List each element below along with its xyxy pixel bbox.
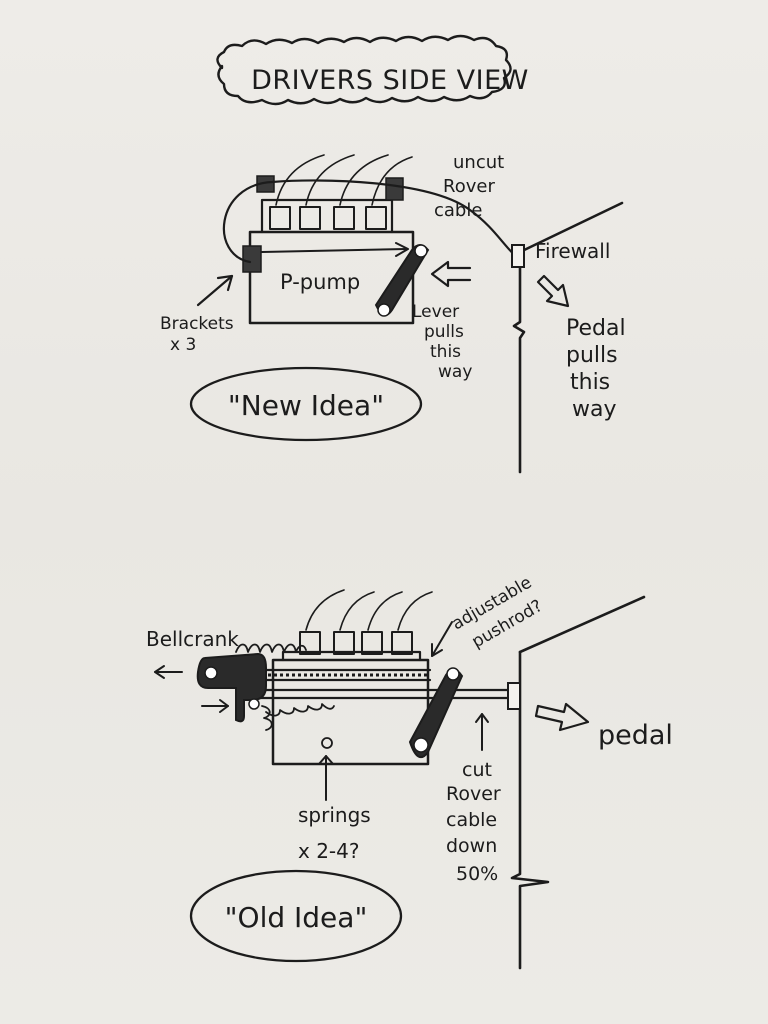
brackets-label-1: Brackets	[160, 314, 234, 334]
lever-label-3: this	[430, 342, 461, 362]
reservoir	[365, 206, 387, 230]
firewall-line	[512, 250, 526, 474]
reservoir	[269, 206, 291, 230]
p-pump-body	[248, 230, 415, 325]
springs-label-2: x 2-4?	[298, 839, 359, 863]
title-text: DRIVERS SIDE VIEW	[251, 65, 529, 96]
firewall-grommet	[511, 244, 525, 268]
lever-label-1: Lever	[412, 302, 459, 322]
cut-cable-label-4: down	[446, 835, 497, 857]
pedal-label-4: way	[572, 397, 617, 422]
firewall-grommet-old	[507, 682, 521, 710]
bellcrank-label: Bellcrank	[146, 627, 239, 651]
reservoir	[391, 631, 413, 655]
new-idea-diagram	[189, 154, 624, 474]
lever-arrow	[430, 260, 472, 288]
reservoir	[361, 631, 383, 655]
cable-label-2: Rover	[443, 176, 495, 197]
reservoir	[299, 206, 321, 230]
rover-cable	[222, 179, 520, 264]
old-idea-caption: "Old Idea"	[225, 901, 368, 934]
pedal-arrow	[536, 274, 570, 308]
old-idea-ellipse	[189, 869, 403, 963]
bracket	[242, 245, 262, 273]
firewall-line-old	[510, 650, 550, 970]
title-cloud	[216, 34, 512, 106]
bracket	[385, 177, 404, 201]
reservoir	[333, 206, 355, 230]
pedal-arrow-old	[534, 702, 590, 732]
cable-label-1: uncut	[453, 152, 504, 173]
brackets-label-2: x 3	[170, 335, 196, 355]
cut-cable-label-2: Rover	[446, 783, 501, 805]
reservoir	[299, 631, 321, 655]
pedal-label-3: this	[570, 370, 610, 395]
p-pump-label: P-pump	[280, 270, 360, 294]
bellcrank	[196, 652, 267, 723]
pedal-label-old: pedal	[598, 720, 673, 751]
new-idea-caption: "New Idea"	[228, 389, 384, 422]
lever-label-2: pulls	[424, 322, 464, 342]
springs-label-1: springs	[298, 803, 371, 827]
reservoir	[333, 631, 355, 655]
p-pump-body-old	[271, 658, 430, 766]
pedal-label-2: pulls	[566, 343, 618, 368]
cut-cable-label-1: cut	[462, 759, 492, 781]
cut-cable-label-3: cable	[446, 809, 497, 831]
pedal-label-1: Pedal	[566, 316, 626, 341]
spring-lower	[261, 703, 335, 731]
cable-label-3: cable	[434, 200, 482, 221]
new-idea-ellipse	[189, 366, 423, 442]
lever-label-4: way	[438, 362, 472, 382]
firewall-label: Firewall	[535, 239, 610, 263]
cut-cable-label-5: 50%	[456, 863, 498, 885]
spring-upper	[235, 643, 307, 653]
old-idea-diagram	[154, 589, 646, 970]
